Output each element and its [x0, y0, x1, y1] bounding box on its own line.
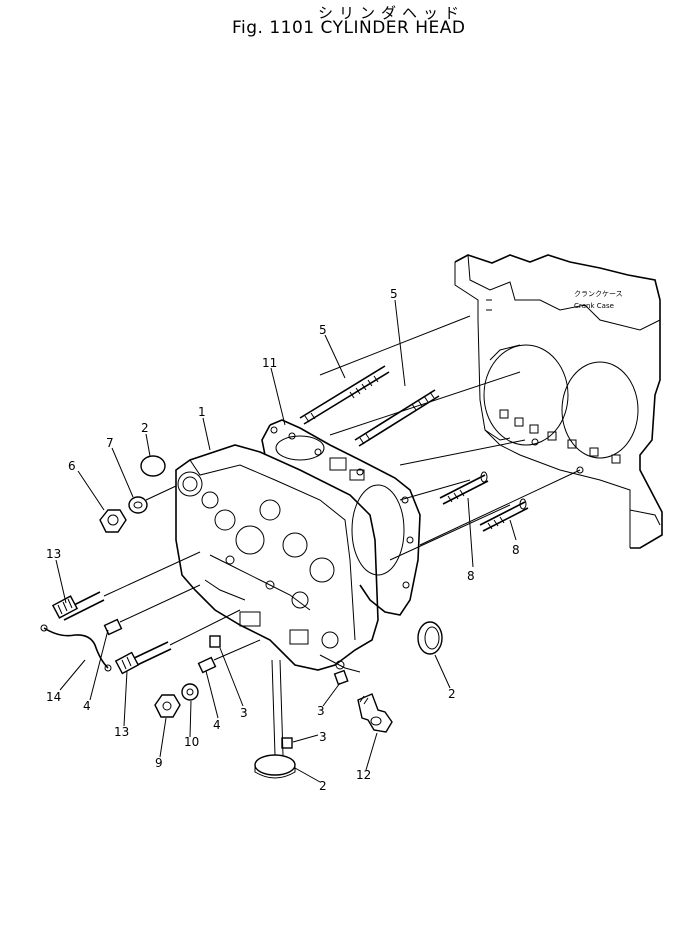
stud-8-lower: [479, 498, 529, 532]
nut-6: [99, 509, 127, 533]
callout-11: 11: [262, 356, 277, 370]
glow-plug-13-upper: [51, 591, 105, 621]
nut-9: [154, 694, 181, 718]
assembly-line-connector-right: [213, 639, 261, 661]
connector-4-right: [197, 656, 217, 674]
callout-3-b: 3: [317, 704, 325, 718]
callout-1: 1: [198, 405, 206, 419]
plug-3-a: [209, 635, 221, 648]
washer-7: [128, 496, 148, 514]
callout-2-right: 2: [448, 687, 456, 701]
callout-2-top: 2: [141, 421, 149, 435]
stud-8-upper: [439, 471, 489, 505]
callout-2-bottom: 2: [319, 779, 327, 793]
cylinder-head-gasket: [261, 419, 421, 616]
assembly-line-glow-lower: [169, 609, 241, 646]
plug-3-c: [281, 737, 293, 749]
callout-13-lower: 13: [114, 725, 129, 739]
plug-3-b: [333, 669, 349, 686]
callout-5-lower: 5: [390, 287, 398, 301]
callout-8-lower: 8: [512, 543, 520, 557]
callout-7: 7: [106, 436, 114, 450]
callout-13-upper: 13: [46, 547, 61, 561]
connector-4-left: [103, 618, 123, 636]
callout-numbers: 1 2 2 2 3 3 3 4 4 5 5 6 7 8 8 9 10 11 12…: [46, 287, 520, 793]
callout-10: 10: [184, 735, 199, 749]
glow-plug-13-lower: [114, 641, 172, 675]
stud-5-lower: [354, 389, 440, 447]
assembly-line-glow-upper: [103, 551, 201, 597]
fitting-12: [357, 693, 393, 733]
crank-case: クランクケース Crank Case: [454, 254, 663, 549]
callout-6: 6: [68, 459, 76, 473]
callout-9: 9: [155, 756, 163, 770]
stud-5-upper: [299, 365, 390, 425]
callout-5-upper: 5: [319, 323, 327, 337]
seal-2-right: [417, 621, 443, 655]
crank-case-label-japanese: クランクケース: [574, 290, 623, 298]
callout-4-left: 4: [83, 699, 91, 713]
assembly-line-connector-left: [119, 584, 201, 623]
crank-case-label-english: Crank Case: [574, 302, 614, 310]
wire-14: [40, 624, 112, 672]
leader-lines: [55, 299, 517, 783]
cylinder-head: [175, 444, 379, 673]
projection-lines: [319, 315, 581, 561]
callout-4-right: 4: [213, 718, 221, 732]
assembly-line-bottom-b: [279, 659, 284, 756]
callout-3-c: 3: [319, 730, 327, 744]
assembly-line-bottom-a: [271, 659, 276, 756]
plug-2-top: [140, 455, 166, 477]
callout-14: 14: [46, 690, 61, 704]
assembly-line-nut: [145, 485, 177, 501]
washer-10: [181, 683, 199, 701]
callout-8-upper: 8: [467, 569, 475, 583]
figure-title: Fig. 1101 CYLINDER HEAD: [232, 18, 466, 38]
plug-2-bottom: [254, 754, 296, 779]
callout-3-a: 3: [240, 706, 248, 720]
callout-12: 12: [356, 768, 371, 782]
title-japanese: シリンダヘッド: [318, 4, 466, 22]
